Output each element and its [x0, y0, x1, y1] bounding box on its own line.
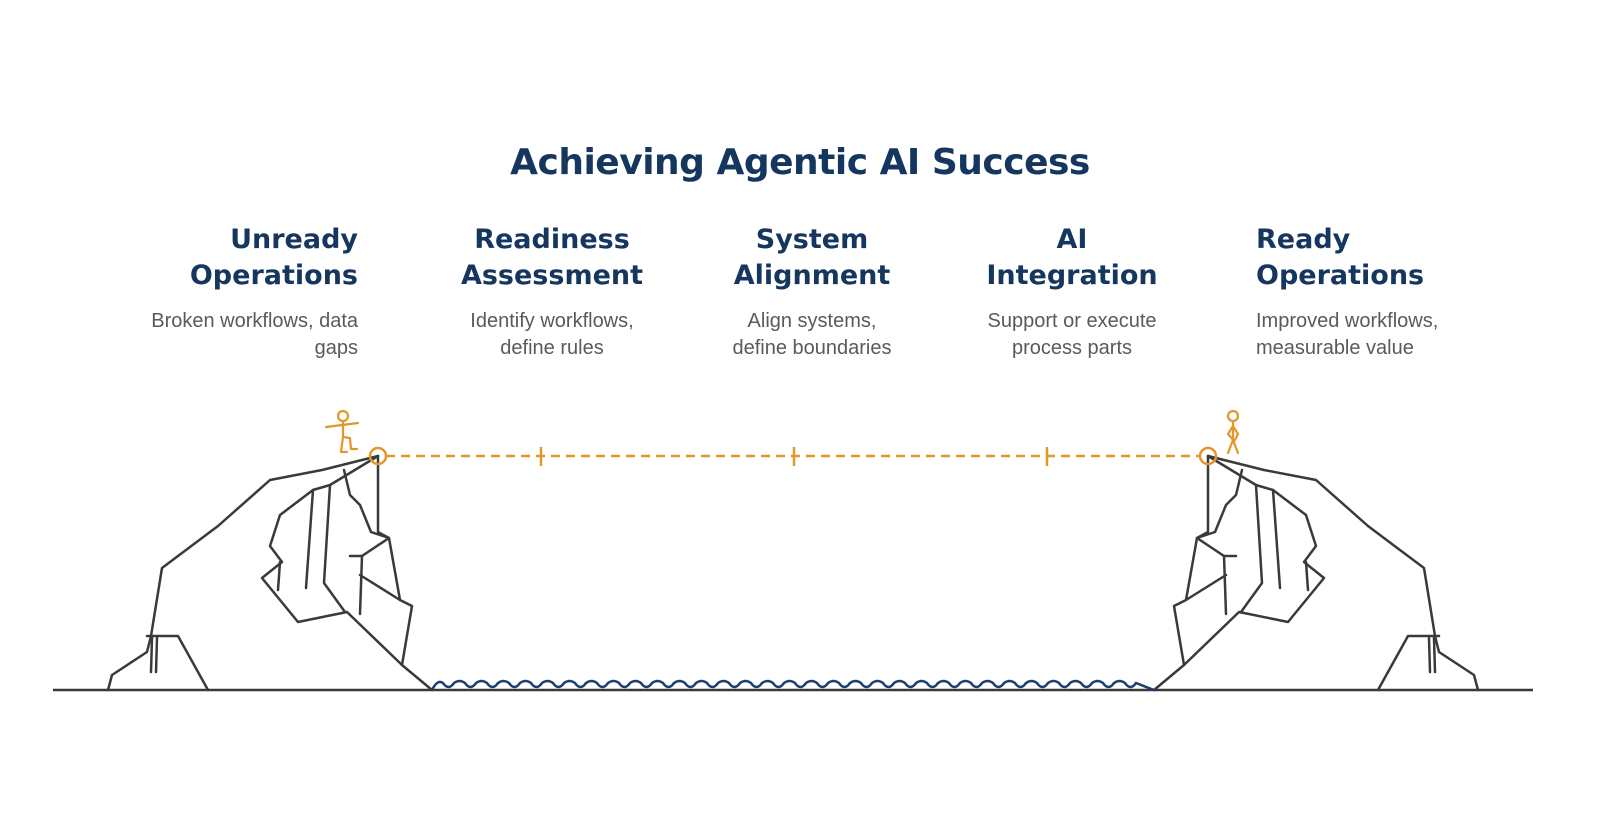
step-title: System Alignment: [692, 222, 932, 294]
step-unready-operations: Unready Operations Broken workflows, dat…: [118, 222, 358, 362]
step-system-alignment: System Alignment Align systems, define b…: [692, 222, 932, 362]
step-description: Identify workflows, define rules: [432, 308, 672, 362]
step-title-line: System: [755, 224, 869, 255]
step-title-line: AI: [1056, 224, 1088, 255]
step-title-line: Operations: [189, 260, 358, 291]
step-title-line: Readiness: [474, 224, 630, 255]
step-description-line: Broken workflows, data: [151, 310, 358, 332]
step-description: Improved workflows, measurable value: [1256, 308, 1496, 362]
step-description-line: process parts: [1011, 337, 1133, 359]
step-description-line: Align systems,: [747, 310, 877, 332]
step-description: Align systems, define boundaries: [692, 308, 932, 362]
step-description-line: Identify workflows,: [470, 310, 634, 332]
bridge-anchor-right: [1198, 446, 1218, 466]
person-standing-icon: [1226, 409, 1240, 455]
step-title-line: Integration: [986, 260, 1158, 291]
step-description: Broken workflows, data gaps: [118, 308, 358, 362]
step-description-line: Support or execute: [987, 310, 1157, 332]
water-waves: [430, 679, 1156, 692]
step-description-line: gaps: [314, 337, 358, 359]
step-title: AI Integration: [952, 222, 1192, 294]
right-cliff: [1152, 454, 1480, 692]
step-description: Support or execute process parts: [952, 308, 1192, 362]
step-description-line: Improved workflows,: [1256, 310, 1439, 332]
step-title-line: Alignment: [733, 260, 891, 291]
page-title: Achieving Agentic AI Success: [510, 142, 1090, 183]
bridge-anchor-left: [368, 446, 388, 466]
person-stepping-icon: [324, 409, 360, 454]
left-cliff: [106, 454, 434, 692]
step-title: Readiness Assessment: [432, 222, 672, 294]
step-title: Unready Operations: [118, 222, 358, 294]
step-description-line: define boundaries: [732, 337, 892, 359]
step-title-line: Unready: [230, 224, 358, 255]
step-readiness-assessment: Readiness Assessment Identify workflows,…: [432, 222, 672, 362]
step-description-line: define rules: [500, 337, 604, 359]
step-title-line: Ready: [1256, 224, 1351, 255]
step-description-line: measurable value: [1256, 337, 1414, 359]
step-ready-operations: Ready Operations Improved workflows, mea…: [1256, 222, 1496, 362]
step-title-line: Assessment: [460, 260, 644, 291]
step-title-line: Operations: [1256, 260, 1425, 291]
step-title: Ready Operations: [1256, 222, 1496, 294]
step-ai-integration: AI Integration Support or execute proces…: [952, 222, 1192, 362]
